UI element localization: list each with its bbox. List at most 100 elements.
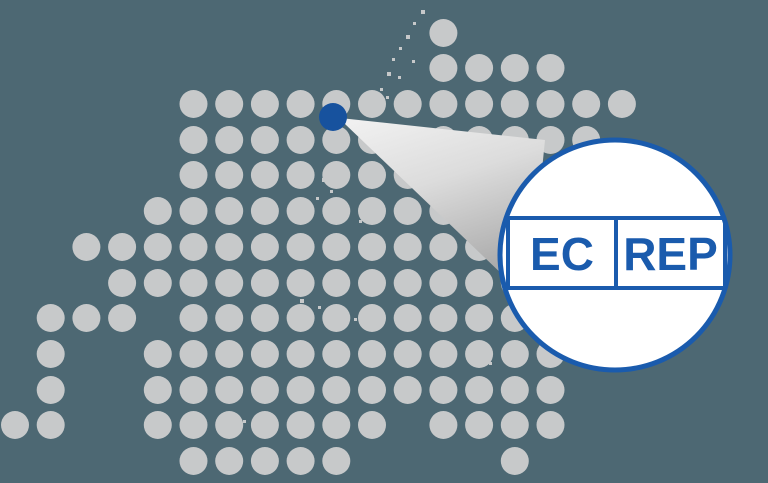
map-dot	[393, 269, 422, 297]
map-dot	[286, 340, 315, 368]
map-dot	[465, 411, 494, 439]
island-speckle	[392, 58, 395, 61]
island-speckle	[300, 299, 304, 303]
island-speckle	[387, 72, 391, 76]
island-speckle	[243, 420, 246, 423]
map-dot	[572, 90, 601, 118]
map-dot	[465, 304, 494, 332]
map-dot	[393, 233, 422, 261]
magnifier-lens[interactable]: EC REP	[497, 137, 733, 373]
map-dot	[322, 269, 351, 297]
island-speckle	[359, 220, 362, 223]
island-speckle	[338, 203, 341, 206]
island-speckle	[316, 197, 319, 200]
map-dot	[358, 376, 386, 404]
map-dot	[36, 376, 65, 404]
map-dot	[358, 269, 386, 297]
island-speckle	[489, 362, 492, 365]
map-dot	[358, 161, 386, 189]
island-speckle	[480, 352, 483, 355]
map-dot	[393, 340, 422, 368]
map-dot	[358, 340, 386, 368]
map-dot	[143, 269, 172, 297]
map-dot	[322, 340, 351, 368]
map-dot	[215, 233, 244, 261]
island-speckle	[399, 47, 402, 50]
island-speckle	[421, 10, 425, 14]
island-speckle	[398, 76, 401, 79]
map-dot	[429, 233, 458, 261]
map-dot	[322, 126, 351, 154]
map-dot	[72, 304, 101, 332]
map-dot	[465, 340, 494, 368]
map-dot	[465, 54, 494, 82]
map-dot	[179, 233, 208, 261]
map-dot	[429, 54, 458, 82]
map-dot	[108, 233, 137, 261]
map-dot	[250, 376, 279, 404]
map-dot	[36, 411, 65, 439]
island-speckle	[322, 178, 326, 182]
map-dot	[250, 447, 279, 475]
island-speckle	[413, 22, 416, 25]
map-dot	[286, 447, 315, 475]
map-dot	[286, 197, 315, 225]
map-dot	[179, 161, 208, 189]
map-dot	[322, 233, 351, 261]
map-dot	[500, 54, 529, 82]
map-dot	[429, 90, 458, 118]
island-speckle	[380, 88, 383, 91]
map-dot	[286, 411, 315, 439]
island-speckle	[412, 60, 415, 63]
map-dot	[286, 304, 315, 332]
map-dot	[322, 447, 351, 475]
map-dot	[250, 233, 279, 261]
map-dot	[465, 90, 494, 118]
rep-label: REP	[623, 228, 718, 280]
map-dot	[250, 161, 279, 189]
map-dot	[429, 304, 458, 332]
map-dot	[429, 340, 458, 368]
island-speckle	[326, 213, 329, 216]
island-speckle	[336, 312, 339, 315]
map-dot	[500, 411, 529, 439]
map-dot	[179, 269, 208, 297]
map-dot	[322, 197, 351, 225]
map-dot	[36, 340, 65, 368]
map-dot	[536, 376, 565, 404]
map-dot	[500, 376, 529, 404]
island-speckles	[243, 10, 492, 423]
map-dot	[179, 90, 208, 118]
island-speckle	[386, 96, 389, 99]
map-dot	[36, 304, 65, 332]
island-speckle	[354, 318, 357, 321]
map-dot	[465, 376, 494, 404]
map-dot	[250, 411, 279, 439]
map-dot	[536, 90, 565, 118]
map-dot	[286, 161, 315, 189]
map-dot	[358, 90, 386, 118]
map-dot	[607, 90, 636, 118]
map-dot	[108, 304, 137, 332]
map-dot	[322, 376, 351, 404]
map-dot	[215, 126, 244, 154]
map-dot	[215, 269, 244, 297]
map-dot	[143, 197, 172, 225]
map-dot	[286, 233, 315, 261]
map-dot	[215, 197, 244, 225]
map-dot	[215, 340, 244, 368]
map-dot	[1, 411, 29, 439]
map-dot	[179, 304, 208, 332]
highlighted-country-dot[interactable]	[319, 103, 347, 131]
map-dot	[72, 233, 101, 261]
map-dot	[429, 411, 458, 439]
map-dot	[215, 304, 244, 332]
map-dot	[250, 340, 279, 368]
island-speckle	[318, 306, 321, 309]
map-dot	[143, 340, 172, 368]
map-dot	[215, 411, 244, 439]
map-dot	[286, 126, 315, 154]
map-dot	[215, 161, 244, 189]
